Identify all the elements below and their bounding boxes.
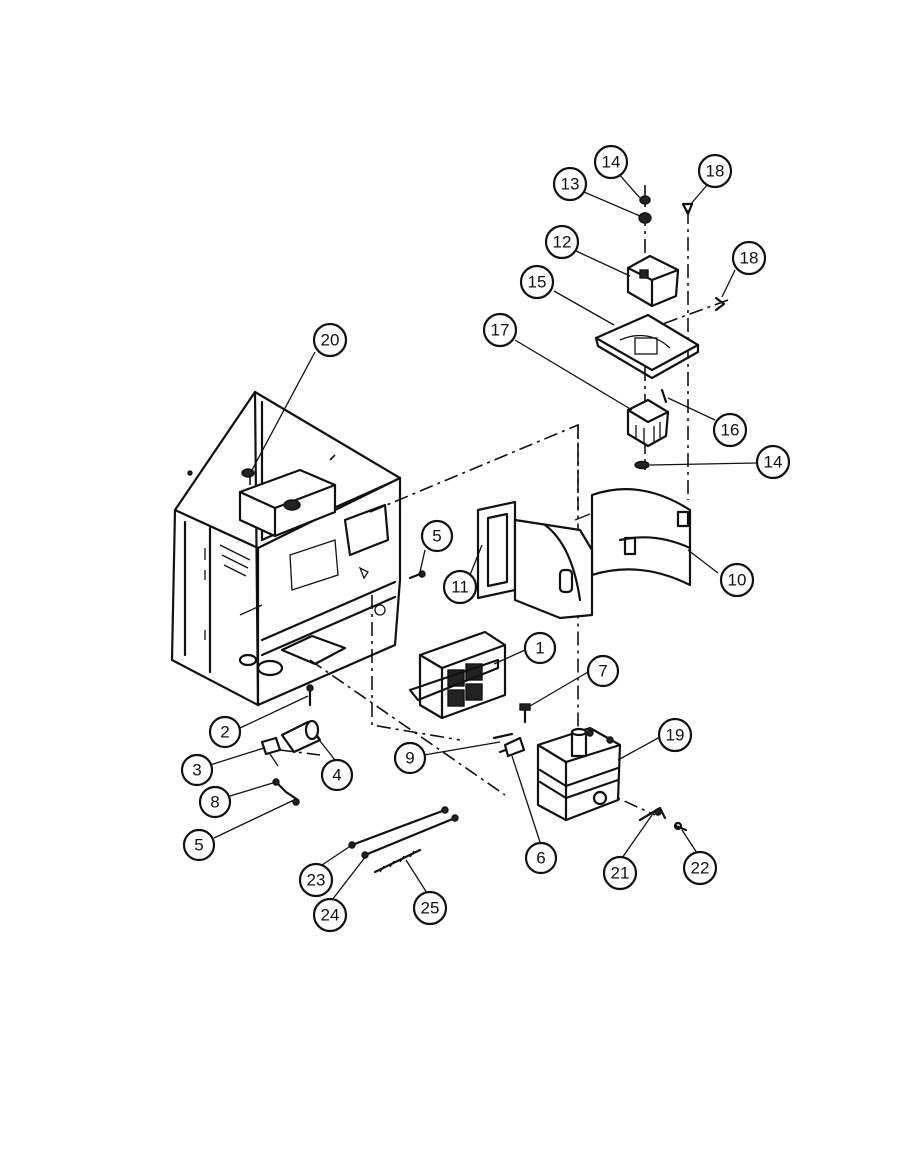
callout-18-top: 18 (697, 153, 733, 189)
callout-21: 21 (602, 855, 638, 891)
callout-label: 25 (421, 899, 440, 918)
callout-7: 7 (586, 654, 620, 688)
callout-label: 14 (764, 453, 783, 472)
callout-23: 23 (298, 862, 334, 898)
callout-14-top: 14 (593, 144, 629, 180)
callout-20: 20 (312, 322, 348, 358)
callout-14-lower: 14 (755, 444, 791, 480)
callout-label: 14 (602, 153, 621, 172)
callout-6: 6 (524, 841, 558, 875)
fan-motor-assembly (594, 195, 726, 470)
air-guide-duct (476, 488, 692, 620)
callout-3: 3 (180, 753, 214, 787)
callout-label: 16 (721, 421, 740, 440)
callout-label: 6 (536, 849, 545, 868)
callout-label: 18 (740, 249, 759, 268)
leader-lines (209, 171, 757, 901)
callout-18-side: 18 (731, 240, 767, 276)
callout-label: 13 (561, 175, 580, 194)
callout-label: 3 (192, 761, 201, 780)
magnetron (536, 726, 622, 822)
callout-label: 5 (194, 836, 203, 855)
callout-label: 10 (728, 571, 747, 590)
callout-label: 2 (220, 723, 229, 742)
callout-8: 8 (198, 785, 232, 819)
callout-label: 9 (405, 749, 414, 768)
callout-25: 25 (412, 890, 448, 926)
callout-label: 7 (598, 662, 607, 681)
callout-label: 20 (321, 331, 340, 350)
callout-12: 12 (544, 224, 580, 260)
callout-11: 11 (442, 569, 478, 605)
small-parts (241, 468, 688, 874)
callout-5-cabinet: 5 (420, 519, 454, 553)
callout-17: 17 (482, 312, 518, 348)
callout-1: 1 (523, 631, 557, 665)
callout-label: 11 (451, 578, 469, 597)
callout-label: 24 (321, 906, 340, 925)
callout-4: 4 (320, 758, 354, 792)
callout-22: 22 (682, 850, 718, 886)
callout-label: 1 (535, 639, 544, 658)
callout-label: 17 (491, 321, 510, 340)
callout-label: 19 (666, 726, 685, 745)
callout-label: 8 (210, 793, 219, 812)
callout-5-lower: 5 (182, 828, 216, 862)
callout-label: 23 (307, 871, 326, 890)
callout-label: 5 (432, 527, 441, 546)
callout-10: 10 (719, 562, 755, 598)
callout-label: 22 (691, 859, 710, 878)
callout-15: 15 (519, 264, 555, 300)
callout-19: 19 (657, 717, 693, 753)
high-voltage-transformer (408, 630, 507, 720)
callout-24: 24 (312, 897, 348, 933)
callout-label: 4 (332, 766, 341, 785)
callout-label: 21 (611, 864, 630, 883)
callout-label: 12 (553, 233, 572, 252)
callout-label: 15 (528, 273, 547, 292)
callout-9: 9 (393, 741, 427, 775)
callout-2: 2 (208, 715, 242, 749)
callout-16: 16 (712, 412, 748, 448)
callout-13: 13 (552, 166, 588, 202)
cabinet-frame (170, 390, 402, 707)
callout-label: 18 (706, 162, 725, 181)
